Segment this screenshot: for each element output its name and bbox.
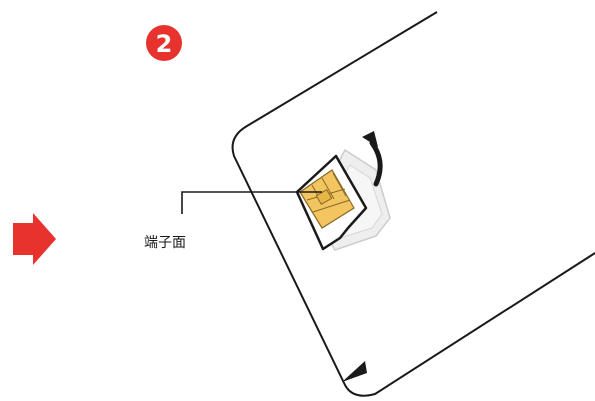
- card-outline: [231, 11, 595, 397]
- step-badge: 2: [146, 25, 182, 61]
- step-badge-circle: [146, 25, 182, 61]
- right-arrow-icon: [13, 213, 56, 265]
- callout-label: 端子面: [144, 235, 186, 251]
- sim-card: [295, 154, 368, 251]
- callout-leader-line: [181, 191, 322, 214]
- step-number: 2: [156, 30, 173, 58]
- rotate-arrow-icon: [362, 131, 383, 187]
- triangle-marker-icon: [342, 361, 367, 382]
